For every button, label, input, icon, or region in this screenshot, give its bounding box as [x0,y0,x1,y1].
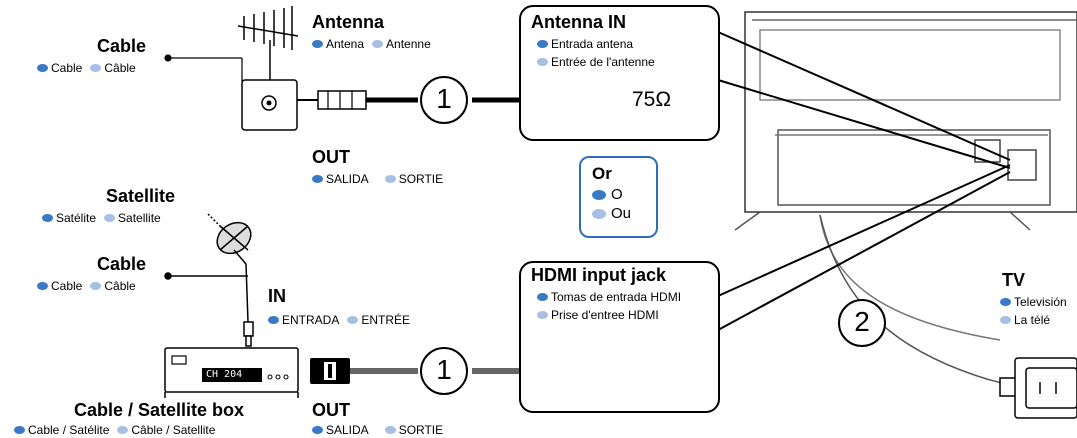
satellite-title: Satellite [106,186,176,206]
hdmi-callout [519,261,720,413]
english-dot-icon [14,426,25,434]
out-bottom-es: SALIDA [326,423,369,437]
french-dot-icon [537,311,548,319]
satellite-label-group: Satellite Satélite Satellite [42,186,175,225]
english-dot-icon [537,40,548,48]
out-top-fr: SORTIE [398,172,444,186]
antenna-label-group: Antenna Antena Antenne [312,12,431,51]
antenna-in-es: Entrada antena [551,37,634,51]
in-label-group: IN ENTRADA ENTRÉE [268,286,410,327]
cable-leader-top [164,54,243,82]
cable-mid-label-group: Cable Cable Câble [37,254,146,293]
or-title: Or [592,164,612,183]
box-fr: Câble / Satellite [131,423,216,437]
french-dot-icon [537,58,548,66]
satellite-cable [164,263,254,347]
hdmi-title: HDMI input jack [531,265,667,285]
french-dot-icon [117,426,129,434]
cable-top-label-group: Cable Cable Câble [37,36,146,75]
in-es: ENTRADA [282,313,340,327]
or-fr: Ou [611,205,632,222]
french-dot-icon [90,64,102,72]
antenna-es: Antena [326,37,365,51]
tv-fr: La télé [1014,313,1051,327]
antenna-in-fr: Entrée de l'antenne [551,55,655,69]
french-dot-icon [372,40,384,48]
antenna-icon [237,6,299,80]
english-dot-icon [37,64,48,72]
hdmi-fr: Prise d'entree HDMI [551,308,659,322]
step-1-bottom: 1 [436,354,452,385]
or-box [579,156,658,238]
cable-mid-es: Cable [51,279,83,293]
english-dot-icon [312,40,323,48]
step-1-top: 1 [436,83,452,114]
out-top-label-group: OUT SALIDA SORTIE [312,147,443,186]
antenna-in-label-group: Antenna IN Entrada antena Entrée de l'an… [531,12,655,69]
cable-box-icon [164,347,299,398]
antenna-title: Antenna [312,12,384,32]
box-label-group: Cable / Satellite box Cable / Satélite C… [14,400,244,437]
box-display-text: CH 204 [206,369,243,380]
or-label-group: Or O Ou [592,164,631,222]
english-dot-icon [312,175,323,183]
english-dot-icon [1000,298,1011,306]
hdmi-es: Tomas de entrada HDMI [551,290,682,304]
tv-label-group: TV Televisión La télé [1000,270,1077,327]
french-dot-icon [384,175,396,183]
in-fr: ENTRÉE [361,313,411,327]
in-title: IN [268,286,286,306]
english-dot-icon [37,282,48,290]
antenna-fr: Antenne [386,37,431,51]
hdmi-label-group: HDMI input jack Tomas de entrada HDMI Pr… [531,265,681,322]
french-dot-icon [104,214,116,222]
tv-title: TV [1002,270,1026,290]
step-2: 2 [854,306,870,337]
box-title: Cable / Satellite box [74,400,245,420]
french-dot-icon [384,426,396,434]
satellite-es: Satélite [56,211,97,225]
antenna-in-callout [519,5,720,141]
out-top-title: OUT [312,147,350,167]
english-dot-icon [312,426,323,434]
french-dot-icon [592,208,606,219]
cable-top-es: Cable [51,61,83,75]
english-dot-icon [42,214,53,222]
impedance-label: 75Ω [632,88,672,111]
tv-illustration [734,11,1077,381]
wall-plate-icon [241,79,298,131]
box-es: Cable / Satélite [28,423,110,437]
english-dot-icon [537,293,548,301]
callout-leaders [717,31,1011,331]
satellite-dish-icon [207,213,252,265]
antenna-in-title: Antenna IN [531,12,627,32]
out-bottom-label-group: OUT SALIDA SORTIE [312,400,443,437]
power-plug-icon [989,357,1077,419]
cable-top-title: Cable [97,36,147,56]
or-es: O [611,186,623,203]
out-bottom-fr: SORTIE [398,423,444,437]
satellite-fr: Satellite [118,211,161,225]
tv-es: Televisión [1014,295,1067,309]
step-circles [420,76,886,395]
french-dot-icon [347,316,359,324]
cable-mid-title: Cable [97,254,147,274]
out-top-es: SALIDA [326,172,369,186]
english-dot-icon [268,316,279,324]
english-dot-icon [592,189,606,200]
out-bottom-title: OUT [312,400,350,420]
cable-top-fr: Câble [104,61,136,75]
french-dot-icon [1000,316,1011,324]
cable-mid-fr: Câble [104,279,136,293]
french-dot-icon [90,282,102,290]
